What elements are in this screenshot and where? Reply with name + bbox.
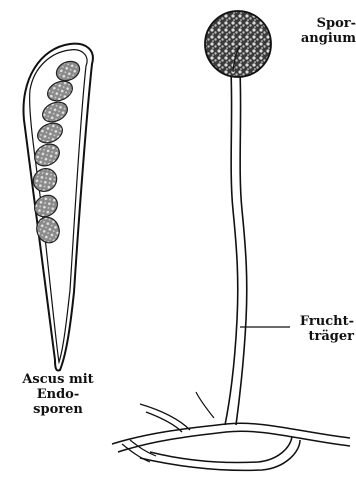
- endospore: [34, 119, 65, 146]
- ascus-label-line2: Endo-: [8, 387, 108, 402]
- ascus-label-line1: Ascus mit: [8, 372, 108, 387]
- fruchttraeger-label-line1: Frucht-: [290, 314, 354, 329]
- endospore: [39, 98, 70, 125]
- endospore: [53, 58, 82, 84]
- sporangium-label: Spor- angium: [300, 16, 356, 46]
- hypha-branch: [196, 392, 214, 418]
- hypha: [150, 437, 292, 463]
- hypha-branch: [146, 412, 182, 432]
- hypha-branch: [140, 404, 190, 430]
- ascus-label-line3: sporen: [8, 402, 108, 417]
- sporangium: [205, 11, 271, 77]
- mycelium: [112, 392, 350, 470]
- stalk-left-edge: [225, 72, 238, 425]
- sporangium-label-line2: angium: [300, 31, 356, 46]
- endospore: [30, 191, 61, 221]
- endospore: [44, 77, 75, 104]
- ascus-label: Ascus mit Endo- sporen: [8, 372, 108, 417]
- stalk-right-edge: [236, 72, 247, 425]
- ascus: [23, 44, 92, 371]
- sporangium-label-line1: Spor-: [300, 16, 356, 31]
- sporangium-head: [205, 11, 271, 77]
- fruchttraeger-label-line2: träger: [290, 329, 354, 344]
- fruchttraeger-label: Frucht- träger: [290, 314, 354, 344]
- fruchttraeger-stalk: [225, 72, 247, 425]
